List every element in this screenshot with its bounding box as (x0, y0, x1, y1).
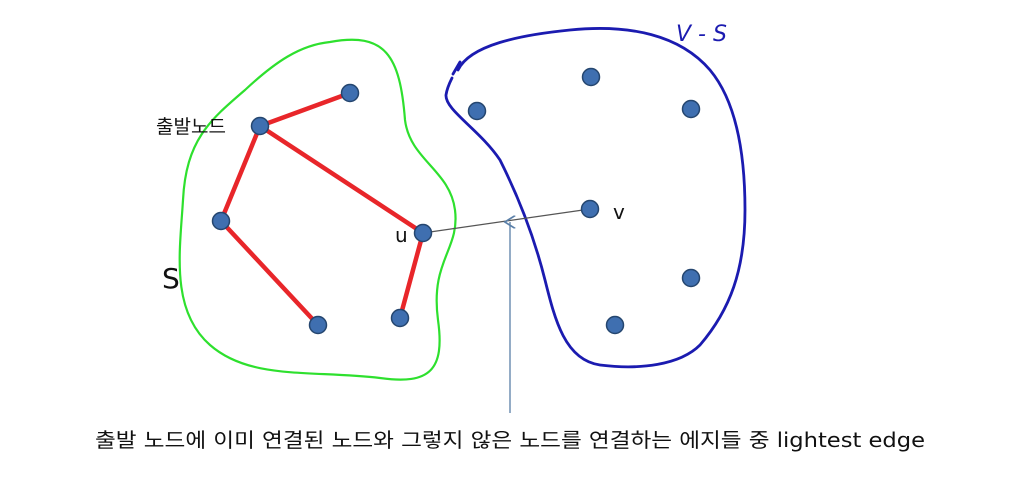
start-node-label: 출발노드 (156, 116, 226, 138)
node-u-label: u (395, 223, 408, 247)
crossing-edge-u-v (422, 208, 591, 234)
node-u (413, 223, 433, 243)
node-start (250, 116, 270, 136)
set-s-label: S (162, 262, 180, 295)
node-v-label: v (613, 200, 625, 224)
node (681, 268, 701, 288)
node (211, 211, 231, 231)
node (681, 99, 701, 119)
node (467, 101, 487, 121)
node (390, 308, 410, 328)
set-complement-boundary-tick (451, 60, 462, 76)
node-v (580, 199, 600, 219)
node (340, 83, 360, 103)
tree-edge (218, 218, 321, 328)
set-s-boundary (178, 38, 457, 381)
caption: 출발 노드에 이미 연결된 노드와 그렇지 않은 노드를 연결하는 에지들 중 … (95, 428, 925, 452)
tree-edge (257, 90, 353, 129)
tree-edge (257, 123, 426, 236)
node (308, 315, 328, 335)
node (605, 315, 625, 335)
tree-edge (218, 123, 263, 224)
tree-edge (397, 230, 426, 321)
set-complement-boundary (444, 27, 747, 369)
node (581, 67, 601, 87)
set-complement-label: V - S (676, 22, 727, 47)
